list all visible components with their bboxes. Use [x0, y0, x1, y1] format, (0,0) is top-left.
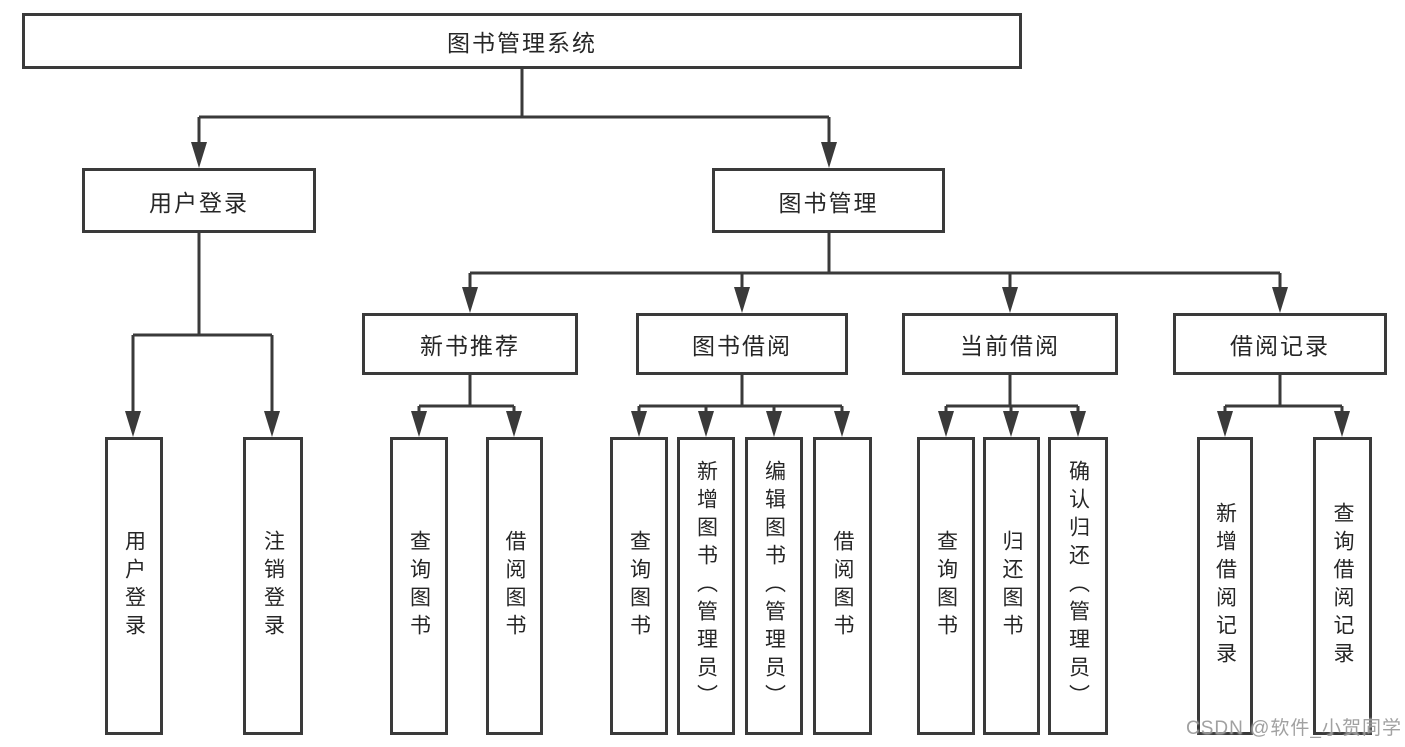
node-library-management-system: 图书管理系统: [22, 13, 1022, 69]
leaf-return-book: 归还图书: [983, 437, 1040, 735]
tree-edge-level2-to-leaves: [417, 375, 1344, 414]
tree-edge-root-to-level1: [197, 69, 831, 144]
leaf-add-borrow-record: 新增借阅记录: [1197, 437, 1253, 735]
leaf-query-books-recommend: 查询图书: [390, 437, 448, 735]
leaf-borrow-books-recommend: 借阅图书: [486, 437, 543, 735]
node-user-login: 用户登录: [82, 168, 316, 233]
node-book-management: 图书管理: [712, 168, 945, 233]
leaf-add-book-admin: 新增图书（管理员）: [677, 437, 735, 735]
leaf-query-borrow-record: 查询借阅记录: [1313, 437, 1372, 735]
node-borrowing-records: 借阅记录: [1173, 313, 1387, 375]
node-current-borrowing: 当前借阅: [902, 313, 1118, 375]
leaf-query-books-current: 查询图书: [917, 437, 975, 735]
leaf-confirm-return-admin: 确认归还（管理员）: [1048, 437, 1108, 735]
tree-edge-userlogin-to-leaves: [131, 233, 274, 414]
node-book-borrowing: 图书借阅: [636, 313, 848, 375]
leaf-query-books-borrowing: 查询图书: [610, 437, 668, 735]
csdn-watermark: CSDN @软件_小贺同学: [1186, 718, 1402, 739]
tree-edge-bookmgmt-to-level2: [468, 233, 1282, 290]
node-new-book-recommendation: 新书推荐: [362, 313, 578, 375]
leaf-logout: 注销登录: [243, 437, 303, 735]
leaf-borrow-books-borrowing: 借阅图书: [813, 437, 872, 735]
leaf-user-login: 用户登录: [105, 437, 163, 735]
leaf-edit-book-admin: 编辑图书（管理员）: [745, 437, 803, 735]
